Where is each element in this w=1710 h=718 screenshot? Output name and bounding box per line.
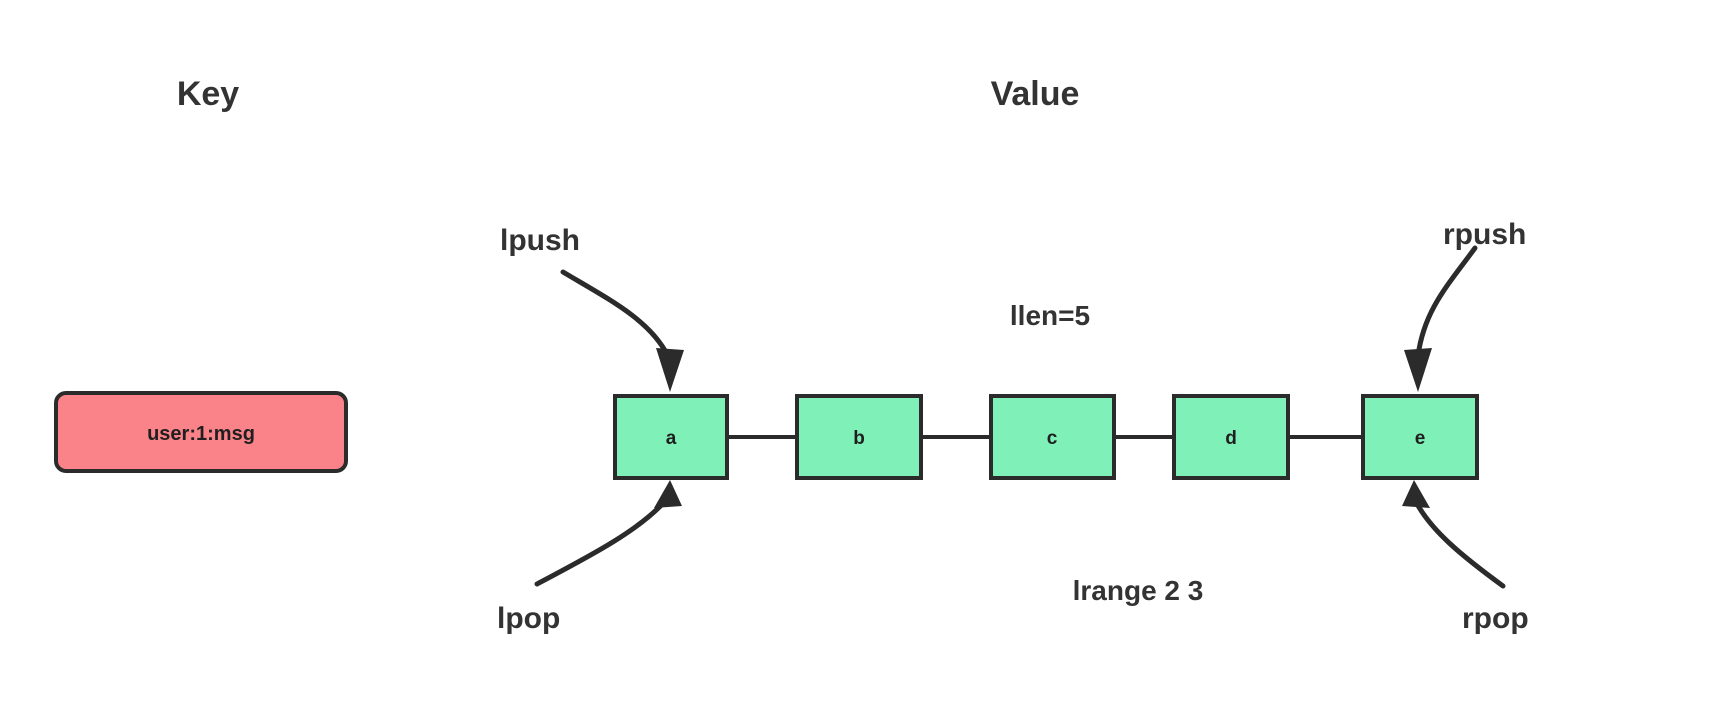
list-node-e-label: e [1415,428,1426,449]
rpush-arrow-head [1404,348,1432,392]
lpush-arrow [560,269,684,392]
lpush-arrow-head [656,348,684,392]
lpop-arrow-curve [534,497,669,587]
list-node-e[interactable]: e [1361,394,1479,480]
rpush-arrow [1404,245,1478,392]
rpush-label: rpush [1443,218,1526,251]
column-title-key: Key [177,75,239,113]
lpush-arrow-curve [560,269,671,359]
lpop-arrow [534,480,682,587]
llen-annotation: llen=5 [1010,300,1090,331]
lpush-label: lpush [500,224,580,257]
lpop-arrow-head [654,480,682,508]
list-node-b-label: b [853,428,865,449]
rpop-arrow-curve [1412,497,1506,589]
list-node-b-box[interactable] [795,394,923,480]
lrange-annotation: lrange 2 3 [1073,575,1204,606]
list-node-a-label: a [666,428,677,449]
key-box-label: user:1:msg [147,423,255,445]
list-node-c-box[interactable] [989,394,1116,480]
column-title-value: Value [991,75,1080,113]
rpop-label: rpop [1462,602,1529,635]
list-node-c-label: c [1047,428,1058,449]
key-entry[interactable]: user:1:msg [54,391,348,473]
list-node-e-box[interactable] [1361,394,1479,480]
lpop-label: lpop [497,602,560,635]
rpop-arrow-head [1402,480,1430,508]
list-node-b[interactable]: b [795,394,923,480]
rpush-arrow-curve [1415,245,1478,359]
list-node-d-box[interactable] [1172,394,1290,480]
list-node-a[interactable]: a [613,394,729,480]
list-node-d[interactable]: d [1172,394,1290,480]
list-node-c[interactable]: c [989,394,1116,480]
key-box[interactable] [54,391,348,473]
list-node-a-box[interactable] [613,394,729,480]
list-node-d-label: d [1225,428,1237,449]
rpop-arrow [1402,480,1506,589]
